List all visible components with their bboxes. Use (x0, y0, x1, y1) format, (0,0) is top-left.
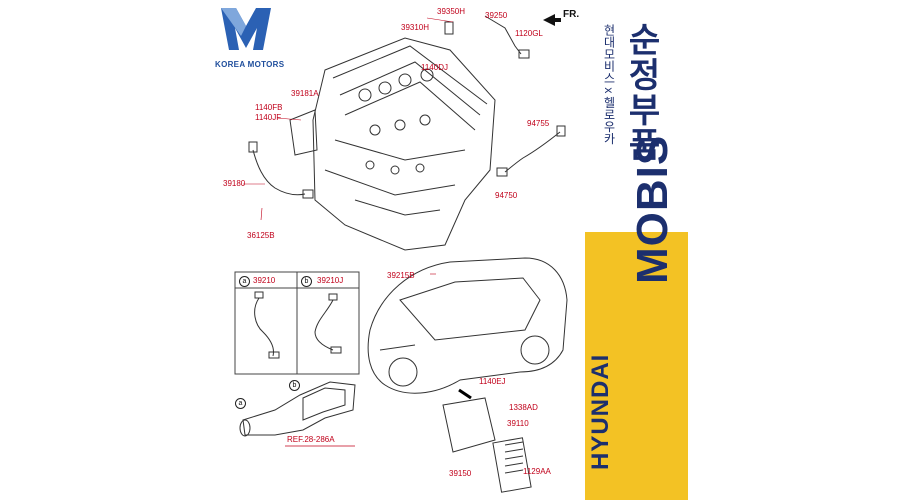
part-label: 94755 (527, 119, 550, 128)
logo-text: KOREA MOTORS (215, 60, 285, 69)
callout-a: a (239, 276, 250, 287)
brand-panel: 현대모비스 x 헬로우카 순정부품 MOBIS HYUNDAI (585, 0, 688, 500)
part-label: 1140EJ (479, 377, 506, 386)
part-label: 39250 (485, 11, 508, 20)
part-label: 1140FB (255, 103, 283, 112)
part-label: 39210 (253, 276, 276, 285)
suv-outline (367, 257, 568, 394)
part-label: 39110 (507, 419, 529, 428)
korean-title: 순정부품 (622, 22, 660, 162)
engine-outline (312, 37, 496, 251)
ecu-bracket (442, 397, 496, 453)
front-label: FR. (563, 9, 580, 20)
inset-box-a (234, 271, 298, 375)
front-arrow (543, 14, 561, 26)
part-label: 1140JF (255, 113, 282, 122)
parts-diagram-frame: KOREA MOTORS FR. 39350H 39250 39310H 112… (205, 0, 688, 500)
part-label: 1120GL (515, 29, 543, 38)
korea-motors-logo: KOREA MOTORS (211, 2, 291, 72)
reference-label: REF.28-286A (287, 435, 335, 444)
inset-box-b (296, 271, 360, 375)
heat-shield (289, 109, 318, 156)
brand-panel-top: 현대모비스 x 헬로우카 순정부품 (585, 0, 688, 232)
callout-a: a (235, 398, 246, 409)
sensor-wire-39250 (484, 15, 522, 55)
part-label: 39350H (437, 7, 466, 16)
sensor-wire-94750 (504, 131, 561, 173)
korea-motors-emblem (221, 8, 271, 50)
part-label: 1140DJ (421, 63, 448, 72)
hyundai-wordmark: HYUNDAI (587, 353, 614, 470)
exploded-parts-diagram: KOREA MOTORS FR. 39350H 39250 39310H 112… (205, 0, 585, 500)
sensor-wire-39180 (252, 149, 306, 196)
part-label: 39210J (317, 276, 344, 285)
part-label: 39180 (223, 179, 246, 188)
callout-b: b (289, 380, 300, 391)
mobis-wordmark: MOBIS (628, 134, 677, 284)
part-label: 39215B (387, 271, 415, 280)
part-label: 94750 (495, 191, 518, 200)
catalytic-converter (242, 381, 356, 436)
diagram-line-art (234, 14, 568, 493)
part-label: 36125B (247, 231, 275, 240)
part-label: 39150 (449, 469, 472, 478)
ecu-box (492, 437, 532, 493)
part-label: 39181A (291, 89, 319, 98)
part-label: 39310H (401, 23, 430, 32)
part-label: 1338AD (509, 403, 538, 412)
part-label: 1129AA (523, 467, 551, 476)
callout-b: b (301, 276, 312, 287)
brand-panel-bottom (585, 232, 688, 500)
korean-subtitle: 현대모비스 x 헬로우카 (602, 24, 616, 145)
